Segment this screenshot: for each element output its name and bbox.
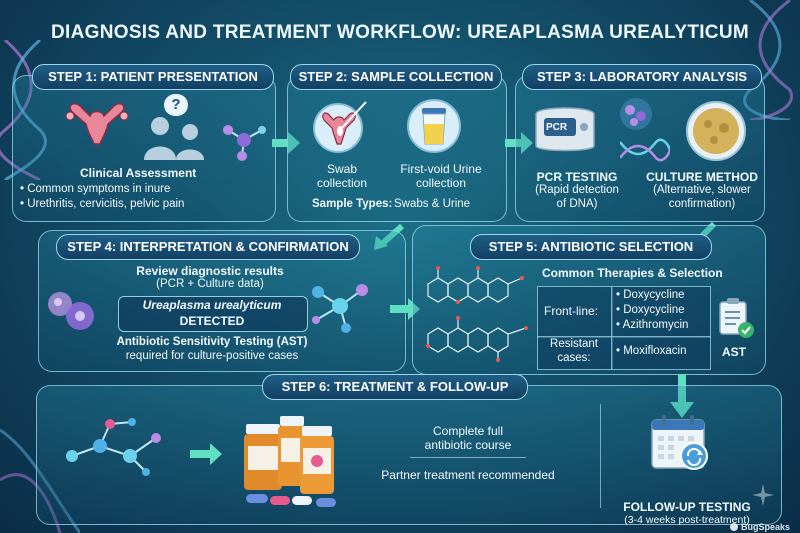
treatment-course-line1: Complete full xyxy=(400,424,536,438)
frontline-drug-1: • Doxycycline xyxy=(616,289,685,301)
urine-label-line2: collection xyxy=(386,176,496,190)
review-results-line1: Review diagnostic results xyxy=(112,264,308,278)
dna-icon xyxy=(620,138,670,162)
swab-label-line2: collection xyxy=(305,176,379,190)
calendar-refresh-icon xyxy=(648,412,712,474)
pcr-device-label: PCR xyxy=(546,122,567,133)
uterus-icon xyxy=(62,100,132,150)
step5-heading: STEP 5: ANTIBIOTIC SELECTION xyxy=(470,234,712,260)
resistant-drug: • Moxifloxacin xyxy=(616,345,687,357)
patients-icon xyxy=(140,112,210,162)
swab-label-line1: Swab xyxy=(312,162,372,176)
pcr-sub-2: of DNA) xyxy=(520,198,634,210)
urine-cup-icon xyxy=(406,98,462,154)
chemical-structure-icon-2 xyxy=(418,314,538,362)
separator-line xyxy=(410,457,526,458)
therapies-subheading: Common Therapies & Selection xyxy=(542,266,723,280)
treatment-course-line2: antibiotic course xyxy=(400,438,536,452)
culture-sub-1: (Alternative, slower xyxy=(638,184,766,196)
molecule-icon-step6 xyxy=(60,416,180,478)
frontline-drug-2: • Doxycycline xyxy=(616,304,685,316)
molecule-icon-step1 xyxy=(218,118,270,162)
pathogen-cells-icon xyxy=(44,290,98,332)
step1-subtitle: Clinical Assessment xyxy=(80,166,196,180)
step3-heading: STEP 3: LABORATORY ANALYSIS xyxy=(522,64,762,90)
urine-label-line1: First-void Urine xyxy=(386,162,496,176)
resistant-label-line1: Resistant xyxy=(537,338,611,350)
pcr-title: PCR TESTING xyxy=(524,170,630,184)
step4-heading: STEP 4: INTERPRETATION & CONFIRMATION xyxy=(56,234,360,260)
vertical-divider xyxy=(600,404,601,508)
step1-bullet-1: • Common symptoms in inure xyxy=(20,183,170,195)
clipboard-check-icon xyxy=(716,296,756,340)
question-mark-text: ? xyxy=(171,96,180,113)
step1-bullet-2: • Urethritis, cervicitis, pelvic pain xyxy=(20,198,184,210)
page-title: DIAGNOSIS AND TREATMENT WORKFLOW: UREAPL… xyxy=(0,22,800,44)
sparkle-icon xyxy=(752,484,774,506)
swab-icon xyxy=(310,98,370,154)
step2-heading: STEP 2: SAMPLE COLLECTION xyxy=(290,64,502,90)
culture-sub-2: confirmation) xyxy=(638,198,766,210)
ast-requirement-line1: Antibiotic Sensitivity Testing (AST) xyxy=(92,336,332,348)
watermark-mark-icon xyxy=(730,523,738,531)
resistant-label-line2: cases: xyxy=(537,352,611,364)
ast-label: AST xyxy=(722,345,746,359)
medication-bottles-icon xyxy=(236,410,356,510)
culture-title: CULTURE METHOD xyxy=(640,170,764,184)
petri-dish-icon xyxy=(684,100,748,162)
followup-title: FOLLOW-UP TESTING xyxy=(612,500,762,514)
frontline-label: Front-line: xyxy=(544,304,598,318)
detection-organism: Ureaplasma urealyticum xyxy=(118,298,306,312)
sample-types-label: Sample Types: xyxy=(312,198,392,210)
step1-heading: STEP 1: PATIENT PRESENTATION xyxy=(32,64,274,90)
watermark-text: BugSpeaks xyxy=(741,522,790,532)
ast-requirement-line2: required for culture-positive cases xyxy=(92,350,332,362)
watermark-logo: BugSpeaks xyxy=(730,520,790,533)
molecule-icon-step4 xyxy=(306,278,376,336)
detection-status: DETECTED xyxy=(118,314,306,328)
step6-heading: STEP 6: TREATMENT & FOLLOW-UP xyxy=(262,374,528,400)
arrow-molecule-to-pills xyxy=(190,443,222,465)
review-results-line2: (PCR + Culture data) xyxy=(112,278,308,290)
bacteria-icon xyxy=(616,96,656,132)
pcr-sub-1: (Rapid detection xyxy=(520,184,634,196)
partner-treatment: Partner treatment recommended xyxy=(370,468,566,482)
chemical-structure-icon-1 xyxy=(418,262,528,308)
frontline-drug-3: • Azithromycin xyxy=(616,319,688,331)
question-bubble-icon: ? xyxy=(164,94,188,116)
sample-types-value: Swabs & Urine xyxy=(394,198,470,210)
